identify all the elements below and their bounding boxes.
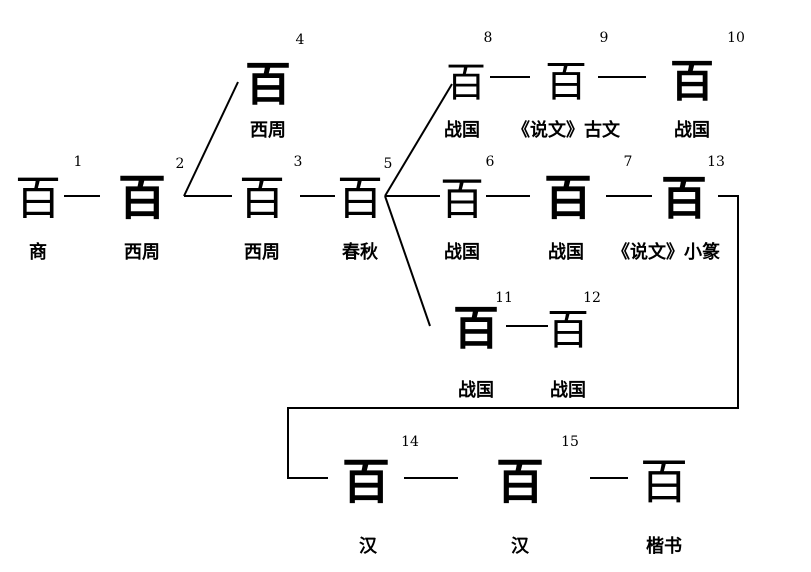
connector-13-14 xyxy=(287,195,739,479)
node-number: 12 xyxy=(583,290,601,306)
node-label: 西周 xyxy=(250,120,286,141)
node-label: 汉 xyxy=(511,536,530,557)
node-glyph: 百 xyxy=(496,454,544,510)
node-glyph: 百 xyxy=(446,60,486,106)
node-number: 9 xyxy=(600,30,609,46)
node-label: 《说文》小篆 xyxy=(612,241,720,263)
node-number: 1 xyxy=(74,154,83,170)
node-label: 汉 xyxy=(359,536,378,557)
node-label: 春秋 xyxy=(342,241,379,263)
node-label: 战国 xyxy=(674,120,710,141)
node-number: 7 xyxy=(624,154,633,170)
node-glyph: 百 xyxy=(118,170,166,226)
node-9: 百 9 《说文》古文 xyxy=(512,30,621,141)
node-glyph: 百 xyxy=(545,57,587,106)
connector-5-11 xyxy=(384,195,431,327)
node-number: 6 xyxy=(486,154,495,170)
node-glyph: 百 xyxy=(640,454,688,510)
node-5: 百 5 春秋 xyxy=(337,156,392,263)
node-glyph: 百 xyxy=(544,170,592,226)
node-number: 11 xyxy=(495,290,513,306)
node-4: 百 4 西周 xyxy=(245,32,305,141)
node-glyph: 百 xyxy=(15,171,61,225)
node-number: 3 xyxy=(294,154,303,170)
node-number: 4 xyxy=(296,32,305,48)
node-glyph: 百 xyxy=(661,171,707,225)
node-label: 战国 xyxy=(458,380,494,401)
node-label: 西周 xyxy=(124,242,160,263)
node-glyph: 百 xyxy=(245,57,291,111)
node-15: 百 15 汉 xyxy=(496,434,579,557)
connector-2-4 xyxy=(183,81,239,197)
node-number: 15 xyxy=(561,434,579,450)
node-number: 5 xyxy=(384,156,393,172)
node-14: 百 14 汉 xyxy=(342,434,419,557)
node-glyph: 百 xyxy=(440,174,484,225)
connector-5-8 xyxy=(384,83,453,197)
node-12: 百 12 战国 xyxy=(547,290,601,401)
node-glyph: 百 xyxy=(670,56,714,107)
node-2: 百 2 西周 xyxy=(118,156,184,263)
node-1: 百 1 商 xyxy=(15,154,82,263)
node-glyph: 百 xyxy=(239,171,285,225)
node-glyph: 百 xyxy=(337,171,383,225)
node-label: 楷书 xyxy=(646,535,682,557)
node-kaishu: 百 楷书 xyxy=(640,454,688,557)
node-number: 10 xyxy=(727,30,745,46)
node-label: 战国 xyxy=(444,120,480,141)
node-glyph: 百 xyxy=(453,301,499,355)
node-13: 百 13 《说文》小篆 xyxy=(612,154,725,263)
node-8: 百 8 战国 xyxy=(444,30,492,141)
node-7: 百 7 战国 xyxy=(544,154,632,263)
node-11: 百 11 战国 xyxy=(453,290,513,401)
node-label: 战国 xyxy=(550,380,586,401)
node-number: 14 xyxy=(401,434,419,450)
node-number: 2 xyxy=(176,156,185,172)
node-label: 战国 xyxy=(548,242,584,263)
node-glyph: 百 xyxy=(342,454,390,510)
node-6: 百 6 战国 xyxy=(440,154,495,263)
node-3: 百 3 西周 xyxy=(239,154,302,263)
node-label: 西周 xyxy=(244,242,280,263)
node-glyph: 百 xyxy=(547,305,589,354)
node-number: 13 xyxy=(707,154,725,170)
node-label: 《说文》古文 xyxy=(512,119,621,141)
connectors xyxy=(64,76,739,479)
node-10: 百 10 战国 xyxy=(670,30,745,141)
node-label: 战国 xyxy=(444,242,480,263)
node-label: 商 xyxy=(29,241,47,263)
node-number: 8 xyxy=(484,30,493,46)
